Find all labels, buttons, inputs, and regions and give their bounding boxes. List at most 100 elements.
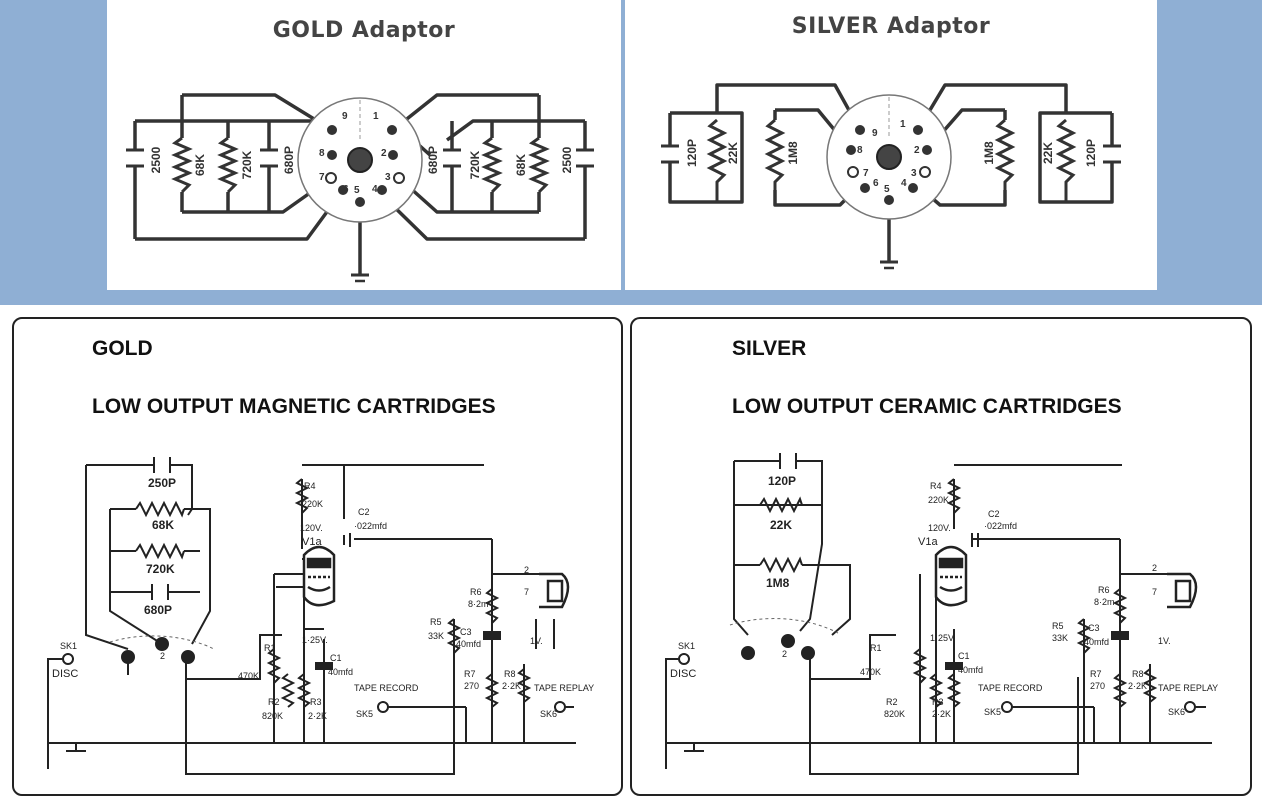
gold-schematic-diagram: 250P 68K 720K 680P 2 SK1 DISC R4 220K C2… <box>47 457 594 775</box>
gold-label-68k-right: 68K <box>514 154 528 176</box>
gold-720k-resistor-left <box>217 136 239 194</box>
gold-c3: C3 <box>460 627 472 637</box>
gold-720k-resistor-right <box>481 136 503 194</box>
gold-pin-4: 4 <box>372 184 378 195</box>
silver-cap-120p: 120P <box>768 474 796 488</box>
silver-adaptor-panel: SILVER Adaptor <box>625 0 1157 290</box>
gold-right-wire-top-b <box>445 119 585 142</box>
silver-120v: 120V. <box>928 523 951 533</box>
gold-r4-val: 220K <box>302 499 323 509</box>
silver-pin-5: 5 <box>884 184 890 195</box>
gold-pin-7: 7 <box>319 172 325 183</box>
gold-label-68k-left: 68K <box>193 154 207 176</box>
gold-pin-6: 6 <box>343 184 349 195</box>
silver-r6: R6 <box>1098 585 1110 595</box>
gold-125v: 1·25V. <box>302 635 328 645</box>
gold-adaptor-diagram: 9 1 8 2 7 3 6 5 4 2500 68K 720K 680P 680… <box>126 93 594 283</box>
gold-120v: 120V. <box>300 523 323 533</box>
gold-n2: 2 <box>524 565 529 575</box>
silver-r3-val: 2·2K <box>932 709 951 719</box>
gold-n7: 7 <box>524 587 529 597</box>
silver-r7-val: 270 <box>1090 681 1105 691</box>
gold-cap-250p: 250P <box>148 476 176 490</box>
silver-res-22k: 22K <box>770 518 792 532</box>
gold-disc-label: DISC <box>52 668 78 680</box>
gold-r3-val: 2·2K <box>308 711 327 721</box>
silver-tape-record: TAPE RECORD <box>978 683 1043 693</box>
gold-c3-val: 40mfd <box>456 639 481 649</box>
silver-c3-val: 40mfd <box>1084 637 1109 647</box>
silver-r8-val: 2·2K <box>1128 681 1147 691</box>
silver-pin-6: 6 <box>873 178 879 189</box>
silver-r8: R8 <box>1132 669 1144 679</box>
gold-r5-val: 33K <box>428 631 444 641</box>
silver-pin-4: 4 <box>901 178 907 189</box>
silver-125v: 1·25V. <box>930 633 956 643</box>
silver-r1: R1 <box>870 643 882 653</box>
gold-subheading: LOW OUTPUT MAGNETIC CARTRIDGES <box>92 395 496 418</box>
gold-r5: R5 <box>430 617 442 627</box>
gold-pin-8: 8 <box>319 148 325 159</box>
silver-1v: 1V. <box>1158 636 1171 646</box>
gold-res-720k: 720K <box>146 562 175 576</box>
silver-label-120p-right: 120P <box>1084 139 1098 167</box>
silver-pin-7: 7 <box>863 168 869 179</box>
silver-sk1-label: SK1 <box>678 641 695 651</box>
gold-adaptor-panel: GOLD Adaptor <box>107 0 621 290</box>
silver-pin-2-label: 2 <box>782 649 787 659</box>
silver-r2-val: 820K <box>884 709 905 719</box>
gold-label-680p-right: 680P <box>426 146 440 174</box>
gold-r1-val: 470K <box>238 671 259 681</box>
gold-pin-1: 1 <box>373 111 379 122</box>
silver-c1: C1 <box>958 651 970 661</box>
silver-label-22k-right: 22K <box>1041 142 1055 164</box>
gold-1v: 1V. <box>530 636 543 646</box>
gold-r7-val: 270 <box>464 681 479 691</box>
silver-c3: C3 <box>1088 623 1100 633</box>
silver-pin-9: 9 <box>872 128 878 139</box>
silver-schematic-panel: SILVER LOW OUTPUT CERAMIC CARTRIDGES <box>630 317 1252 796</box>
gold-left-wire-upper <box>182 93 333 132</box>
silver-sk6: SK6 <box>1168 707 1185 717</box>
gold-label-680p-left: 680P <box>282 146 296 174</box>
gold-r8-val: 2·2K <box>502 681 521 691</box>
silver-tape-replay: TAPE REPLAY <box>1158 683 1218 693</box>
gold-adaptor-title: GOLD Adaptor <box>272 18 456 43</box>
gold-68k-resistor-right <box>528 136 550 194</box>
silver-pin-1: 1 <box>900 119 906 130</box>
silver-r1-val: 470K <box>860 667 881 677</box>
silver-subheading: LOW OUTPUT CERAMIC CARTRIDGES <box>732 395 1122 418</box>
silver-heading: SILVER <box>732 337 807 360</box>
silver-n7: 7 <box>1152 587 1157 597</box>
gold-r2: R2 <box>268 697 280 707</box>
gold-68k-resistor-left <box>171 136 193 194</box>
gold-tape-record: TAPE RECORD <box>354 683 419 693</box>
silver-c2-val: ·022mfd <box>984 521 1017 531</box>
gold-r6: R6 <box>470 587 482 597</box>
gold-r8: R8 <box>504 669 516 679</box>
gold-c1-val: 40mfd <box>328 667 353 677</box>
silver-adaptor-title: SILVER Adaptor <box>791 14 991 39</box>
silver-r4-val: 220K <box>928 495 949 505</box>
gold-r1: R1 <box>264 643 276 653</box>
silver-label-1m8-right: 1M8 <box>982 141 996 165</box>
gold-right-wire-upper <box>391 93 539 132</box>
gold-c1: C1 <box>330 653 342 663</box>
silver-label-1m8-left: 1M8 <box>786 141 800 165</box>
gold-label-720k-right: 720K <box>468 150 482 179</box>
gold-pin-9: 9 <box>342 111 348 122</box>
silver-pin-8: 8 <box>857 145 863 156</box>
silver-v1a: V1a <box>918 536 938 548</box>
gold-schematic-panel: GOLD LOW OUTPUT MAGNETIC CARTRIDGES <box>12 317 623 796</box>
silver-r5: R5 <box>1052 621 1064 631</box>
silver-schematic-diagram: 120P 22K 1M8 2 SK1 DISC R4 220K C2 ·022m… <box>665 453 1218 775</box>
gold-right-wire-bottom <box>380 193 585 241</box>
silver-r3: R3 <box>932 697 944 707</box>
gold-r7: R7 <box>464 669 476 679</box>
gold-r2-val: 820K <box>262 711 283 721</box>
gold-c2-val: ·022mfd <box>354 521 387 531</box>
gold-label-2500-left: 2500 <box>149 146 163 173</box>
gold-sk6: SK6 <box>540 709 557 719</box>
gold-sk1-label: SK1 <box>60 641 77 651</box>
gold-label-720k-left: 720K <box>240 150 254 179</box>
